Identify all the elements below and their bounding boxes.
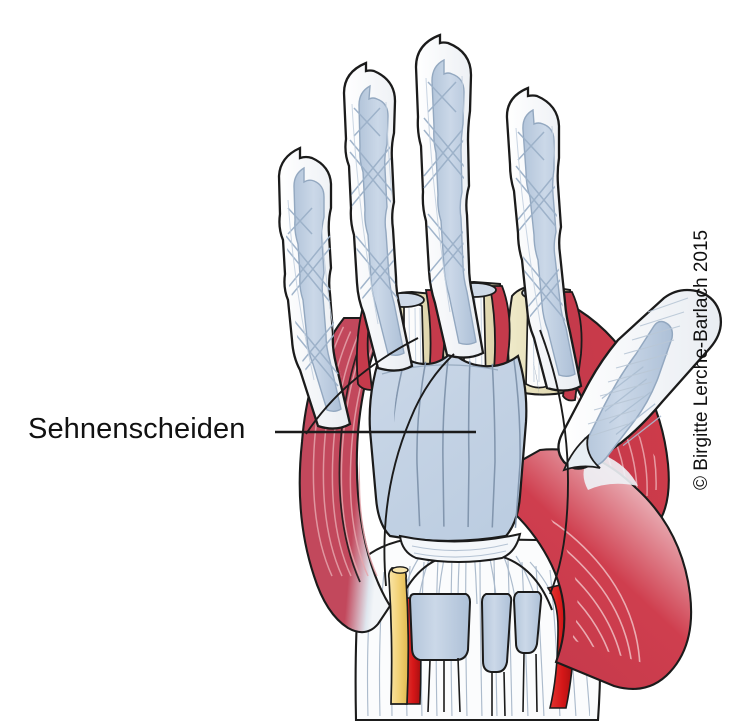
apex-fibers (411, 543, 509, 558)
tendon-strands-right (522, 653, 538, 713)
little-finger (277, 146, 352, 430)
palmar-aponeurosis (368, 350, 541, 563)
ring-finger-crosshatch (349, 107, 405, 307)
index-finger-crosshatch (515, 131, 571, 327)
aponeurosis-fibers (394, 357, 541, 528)
index-finger-sheath (522, 108, 576, 377)
median-nerve (387, 567, 410, 705)
nerve-cut-end (391, 566, 409, 574)
contour-diagonal-3 (539, 329, 569, 595)
contour-diagonal-2 (383, 353, 455, 587)
middle-finger (414, 33, 485, 359)
copyright-notice: © Birgitte Lerche-Barlach 2015 (691, 229, 712, 490)
thenar-fan-belly (473, 448, 693, 690)
thumb-web (562, 433, 601, 472)
tendon-strands-left (427, 657, 461, 713)
aponeurosis-body (368, 350, 528, 543)
ring-finger (342, 61, 414, 372)
thumb-skin-fibers (583, 297, 689, 439)
little-finger-crosshatch (285, 207, 339, 387)
little-finger-sheath (293, 166, 342, 412)
carpal-sheath-right (512, 591, 543, 654)
overlay-contours (305, 329, 569, 595)
middle-finger-sheath (431, 58, 477, 345)
page-title: Sehnenscheiden (28, 413, 246, 445)
tendon-strands-middle (491, 671, 506, 717)
contour-diagonal-1 (305, 337, 419, 435)
carpal-sheath-left (408, 593, 472, 661)
middle-finger-crosshatch (423, 81, 476, 287)
thumb (557, 288, 723, 472)
carpal-sheath-middle (480, 593, 513, 673)
